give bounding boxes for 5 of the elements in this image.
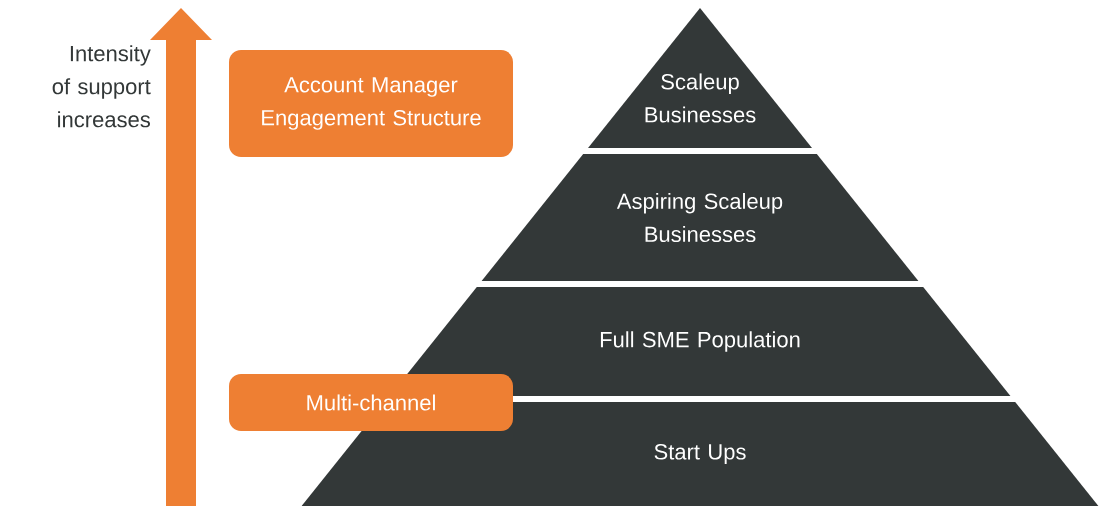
axis-label: Intensity of support increases bbox=[52, 45, 151, 128]
pyramid-layer: Aspiring Scaleup Businesses bbox=[481, 154, 919, 281]
label-box: Multi-channel bbox=[229, 374, 513, 431]
pyramid-layer: Scaleup Businesses bbox=[588, 8, 812, 148]
label-box: Account Manager Engagement Structure bbox=[229, 50, 513, 157]
